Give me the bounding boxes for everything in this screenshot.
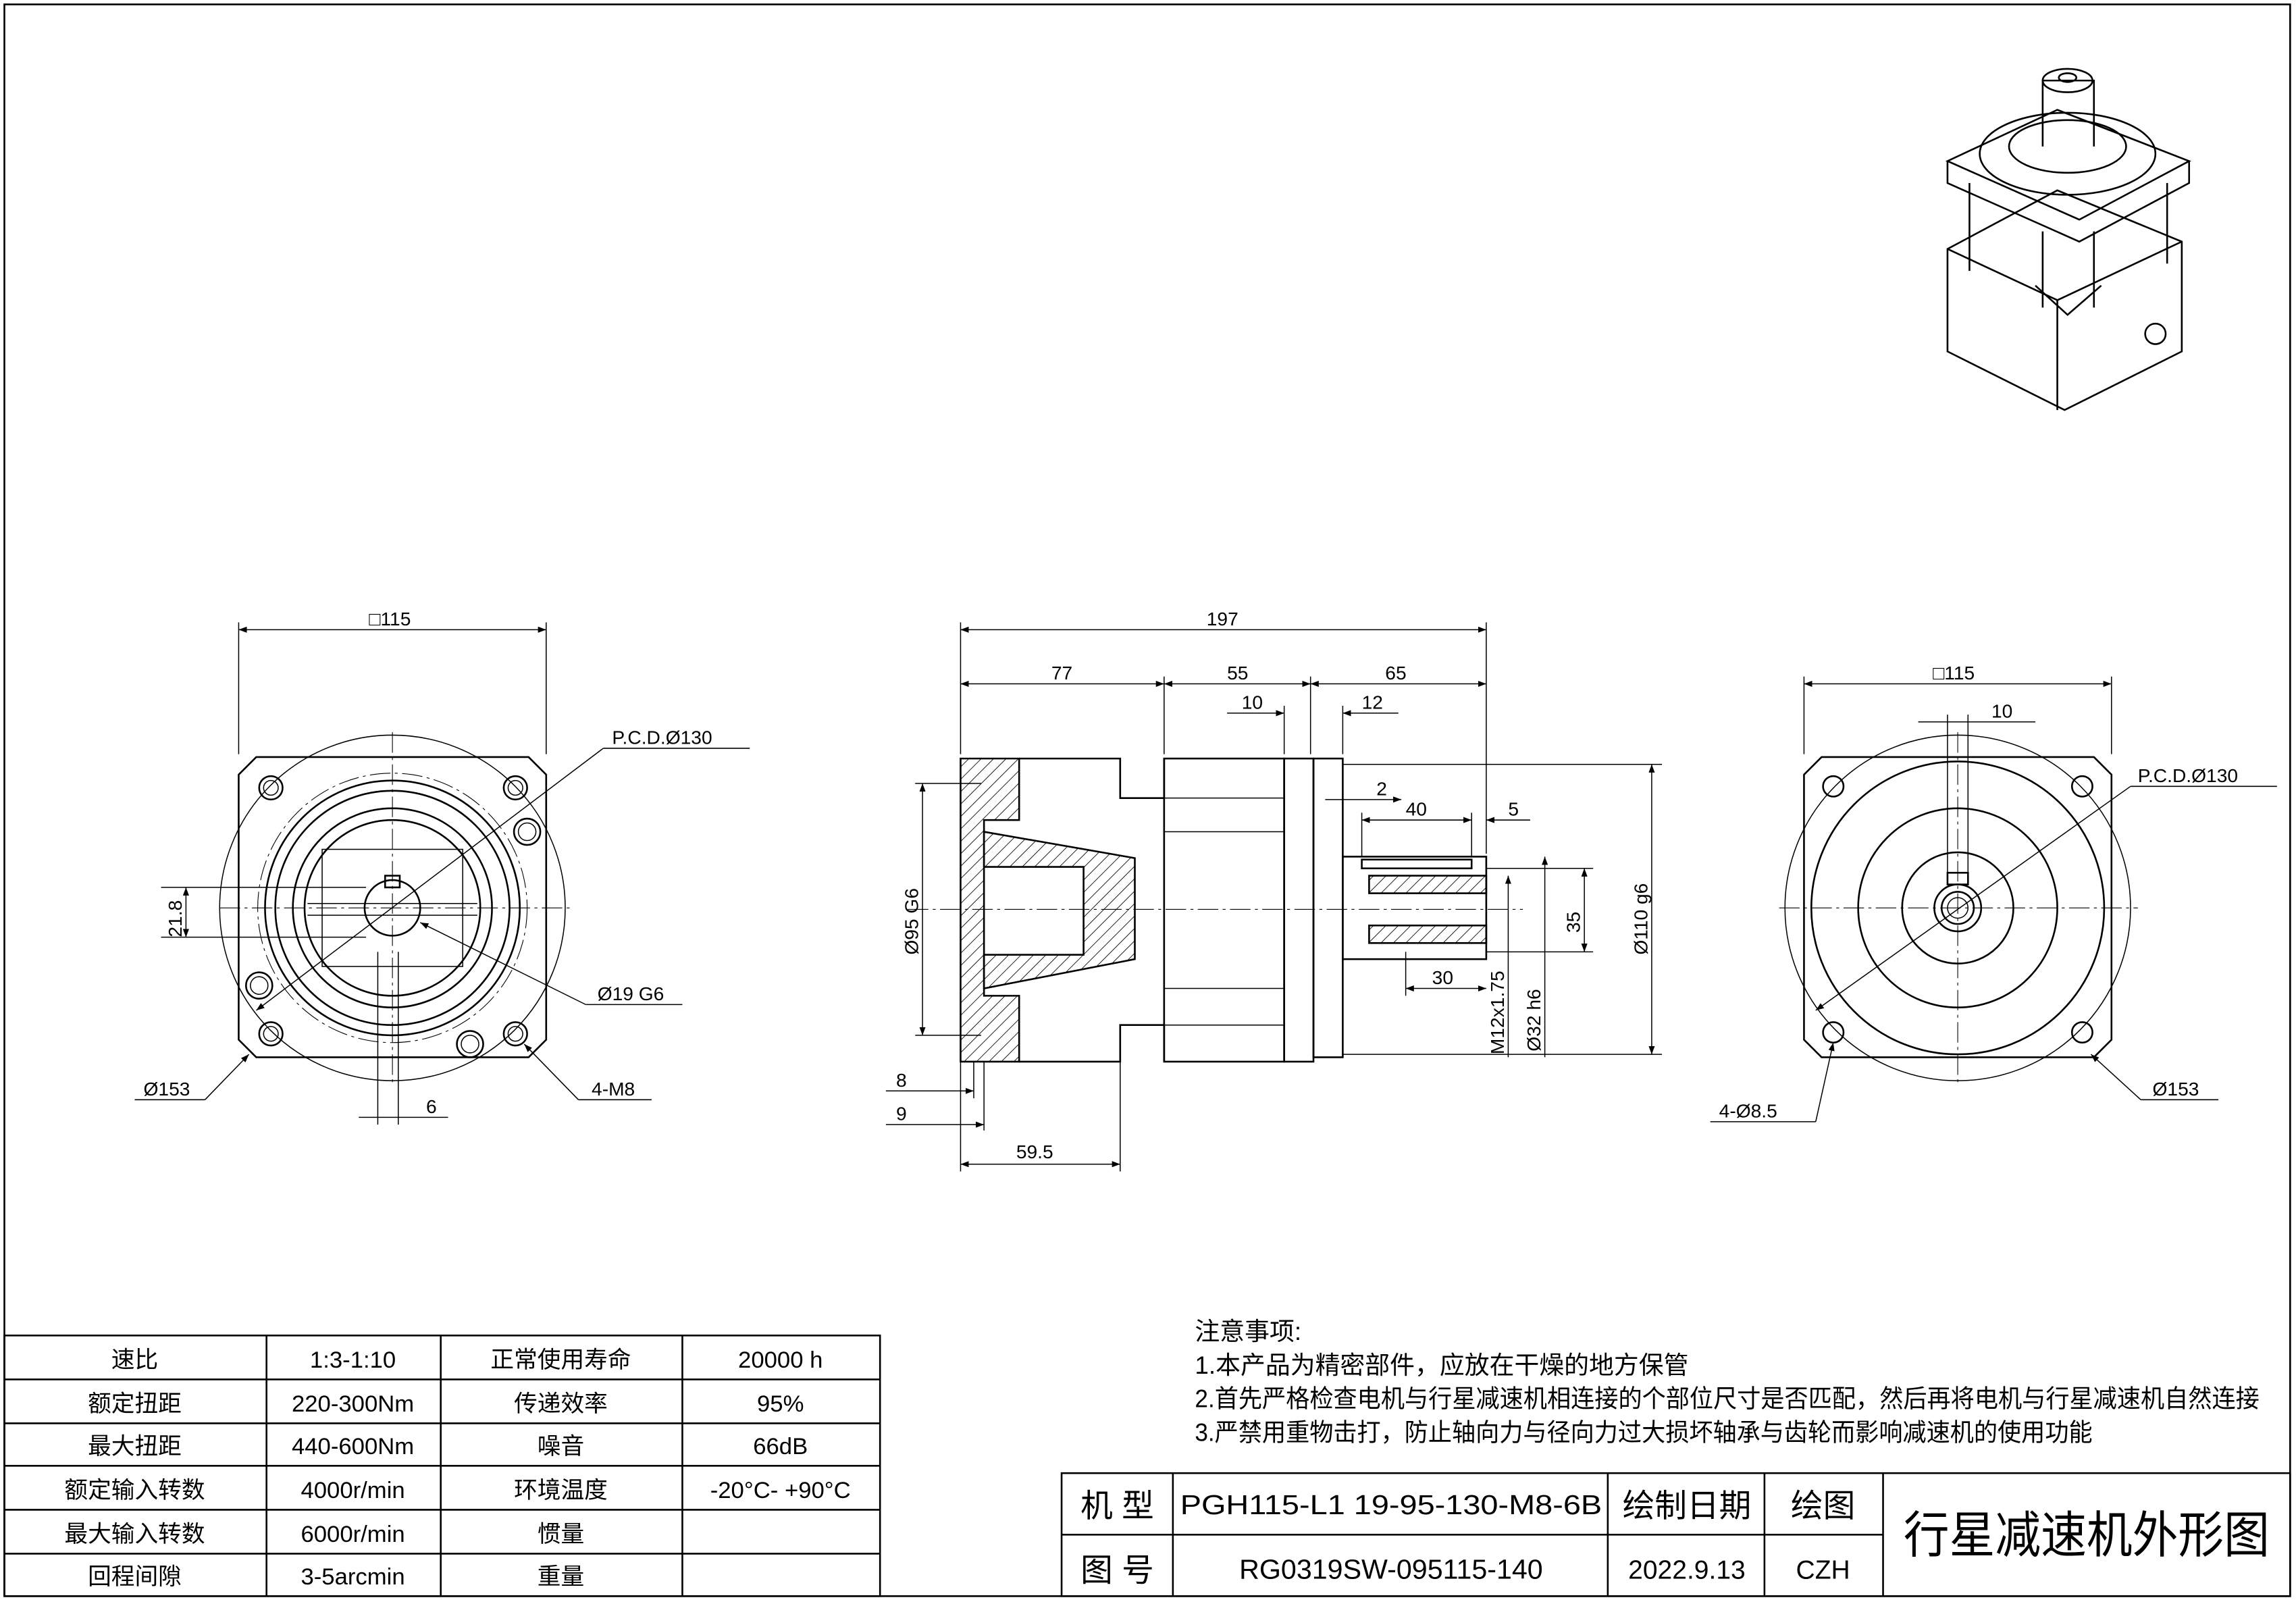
spec-value: 3-5arcmin <box>301 1564 405 1590</box>
spec-label: 额定输入转数 <box>64 1477 205 1503</box>
spec-value: -20°C- +90°C <box>710 1478 851 1503</box>
spec-label: 最大输入转数 <box>64 1521 205 1547</box>
dim-thread: 4-M8 <box>592 1078 635 1100</box>
spec-table: 速比 1:3-1:10 正常使用寿命 20000 h 额定扭距 220-300N… <box>3 1335 881 1597</box>
spec-value: 66dB <box>753 1434 808 1459</box>
notes: 注意事项: 1.本产品为精密部件，应放在干燥的地方保管 2.首先严格检查电机与行… <box>1195 1318 2259 1447</box>
note-item: 1.本产品为精密部件，应放在干燥的地方保管 <box>1195 1351 1688 1379</box>
drawn-value: CZH <box>1796 1555 1850 1584</box>
spec-label: 传递效率 <box>514 1391 608 1417</box>
dim-key-10: 10 <box>1991 700 2012 721</box>
output-end-view: □115 10 P.C.D.Ø130 4-Ø8.5 Ø153 <box>1710 662 2277 1122</box>
side-section-view: 197 77 55 65 10 12 2 40 5 30 35 Ø32 h6 M… <box>885 608 1663 1172</box>
spec-label: 额定扭距 <box>88 1391 182 1417</box>
spec-value: 440-600Nm <box>292 1434 414 1459</box>
dim-square-115: □115 <box>369 608 411 629</box>
title-block: 机 型 PGH115-L1 19-95-130-M8-6B 绘制日期 绘图 图 … <box>1060 1472 2291 1597</box>
dim-65: 65 <box>1385 662 1406 683</box>
spec-value: 4000r/min <box>301 1478 405 1503</box>
dim-55: 55 <box>1227 662 1248 683</box>
drawing-no-value: RG0319SW-095115-140 <box>1239 1553 1543 1584</box>
spec-value: 1:3-1:10 <box>310 1347 396 1373</box>
model-label: 机 型 <box>1080 1489 1154 1524</box>
dim-5: 5 <box>1508 798 1519 820</box>
model-value: PGH115-L1 19-95-130-M8-6B <box>1180 1489 1602 1520</box>
dim-shaft: Ø32 h6 <box>1523 989 1544 1051</box>
dim-8: 8 <box>896 1069 907 1091</box>
date-label: 绘制日期 <box>1623 1489 1752 1524</box>
spec-value: 6000r/min <box>301 1522 405 1547</box>
dim-77: 77 <box>1051 662 1072 683</box>
dim-pilot: Ø95 G6 <box>901 888 922 955</box>
spec-label: 惯量 <box>538 1521 584 1547</box>
dim-59-5: 59.5 <box>1016 1141 1053 1162</box>
dim-outer-right: Ø153 <box>2153 1078 2199 1100</box>
dim-9: 9 <box>896 1103 907 1125</box>
dim-10: 10 <box>1242 691 1263 713</box>
spec-value: 20000 h <box>738 1347 823 1373</box>
dim-pcd-right: P.C.D.Ø130 <box>2138 765 2238 786</box>
dim-30: 30 <box>1432 966 1453 988</box>
spec-label: 最大扭距 <box>88 1433 182 1459</box>
spec-label: 回程间隙 <box>88 1564 182 1590</box>
spec-label: 噪音 <box>538 1433 584 1459</box>
dim-spigot: Ø110 g6 <box>1629 883 1651 955</box>
note-item: 3.严禁用重物击打，防止轴向力与径向力过大损坏轴承与齿轮而影响减速机的使用功能 <box>1195 1419 2092 1447</box>
spec-value: 95% <box>757 1391 804 1417</box>
dim-key-width: 6 <box>426 1095 437 1117</box>
dim-total: 197 <box>1207 608 1238 629</box>
drawn-label: 绘图 <box>1791 1489 1855 1524</box>
isometric-view <box>1945 68 2191 411</box>
dim-holes: 4-Ø8.5 <box>1719 1100 1777 1121</box>
bolt-holes <box>244 775 542 1058</box>
dim-outer: Ø153 <box>144 1078 190 1100</box>
spec-label: 环境温度 <box>514 1477 608 1503</box>
notes-title: 注意事项: <box>1195 1318 1301 1345</box>
dim-35: 35 <box>1563 912 1584 933</box>
dim-key-height: 21.8 <box>164 900 186 937</box>
dim-square-115-right: □115 <box>1933 662 1975 683</box>
input-end-view: □115 P.C.D.Ø130 Ø19 G6 4-M8 Ø153 21.8 6 <box>134 608 750 1125</box>
drawing-title: 行星减速机外形图 <box>1904 1507 2270 1563</box>
date-value: 2022.9.13 <box>1628 1555 1746 1584</box>
dim-tap: M12x1.75 <box>1486 971 1508 1054</box>
dim-12: 12 <box>1362 691 1383 713</box>
dim-bore: Ø19 G6 <box>598 983 664 1004</box>
spec-value: 220-300Nm <box>292 1391 414 1417</box>
spec-label: 速比 <box>111 1347 158 1373</box>
dim-40: 40 <box>1406 798 1427 820</box>
dim-pcd: P.C.D.Ø130 <box>612 726 712 748</box>
drawing-no-label: 图 号 <box>1080 1553 1154 1589</box>
spec-label: 重量 <box>538 1564 584 1590</box>
note-item: 2.首先严格检查电机与行星减速机相连接的个部位尺寸是否匹配，然后再将电机与行星减… <box>1195 1385 2259 1413</box>
spec-label: 正常使用寿命 <box>490 1347 631 1373</box>
dim-2: 2 <box>1376 777 1387 799</box>
